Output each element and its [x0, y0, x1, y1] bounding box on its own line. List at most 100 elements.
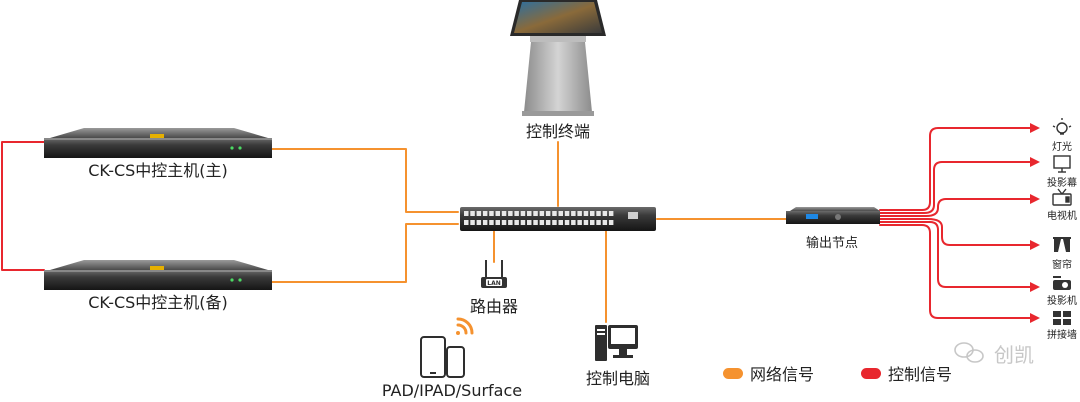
- switch-port: [508, 220, 513, 225]
- switch-port: [464, 211, 469, 216]
- switch-port: [539, 220, 545, 225]
- wifi-icon: [456, 317, 474, 335]
- link-host-main-switch: [271, 148, 459, 213]
- switch-port: [608, 220, 614, 225]
- network-links: [271, 141, 787, 323]
- legend-network-swatch: [723, 368, 743, 379]
- switch-port: [577, 220, 582, 225]
- switch-port: [571, 211, 576, 216]
- switch-port: [482, 211, 488, 216]
- tablet-icon: [420, 336, 465, 378]
- device-label: 灯光: [1052, 140, 1072, 153]
- device-label: 拼接墙: [1047, 328, 1077, 341]
- switch-port: [495, 220, 500, 225]
- curtain-icon: [1053, 237, 1071, 252]
- switch-port: [571, 220, 576, 225]
- watermark-text: 创凯: [994, 343, 1034, 367]
- output-node-label: 输出节点: [806, 235, 858, 251]
- chat-bubble-icon: [954, 342, 984, 363]
- host-main-device: [44, 128, 272, 158]
- switch-port: [533, 220, 538, 225]
- host-backup-label: CK-CS中控主机(备): [88, 293, 228, 312]
- host-main-label: CK-CS中控主机(主): [88, 161, 228, 180]
- switch-port: [596, 220, 601, 225]
- switch-port: [495, 211, 500, 216]
- switch-port: [533, 211, 538, 216]
- switch-port: [539, 211, 545, 216]
- network-switch-device: [460, 207, 656, 231]
- link-host-backup-switch: [271, 223, 459, 283]
- arrowheads: [1030, 123, 1040, 323]
- device-projector: 投影机: [1047, 276, 1077, 307]
- television-icon: [1052, 188, 1072, 206]
- device-light: 灯光: [1052, 118, 1072, 153]
- switch-port: [514, 211, 519, 216]
- switch-port: [602, 220, 608, 225]
- device-video-wall: 拼接墙: [1047, 311, 1077, 341]
- switch-port: [489, 211, 494, 216]
- brand-badge-icon: [150, 266, 164, 270]
- switch-port: [552, 211, 557, 216]
- device-label: 电视机: [1047, 209, 1077, 222]
- switch-port: [564, 211, 570, 216]
- switch-port: [482, 220, 488, 225]
- switch-port: [476, 220, 482, 225]
- switch-port: [464, 220, 469, 225]
- router-label: 路由器: [470, 297, 518, 316]
- router-tag: LAN: [487, 280, 501, 287]
- legend-network-label: 网络信号: [750, 365, 814, 384]
- switch-port: [501, 211, 507, 216]
- brand-badge-icon: [150, 134, 164, 138]
- control-terminal-kiosk: [510, 0, 606, 116]
- switch-port: [520, 220, 526, 225]
- device-label: 投影幕: [1047, 176, 1077, 189]
- switch-port: [470, 220, 475, 225]
- legend-control-label: 控制信号: [888, 365, 952, 384]
- switch-port: [508, 211, 513, 216]
- legend-control-swatch: [861, 368, 881, 379]
- switch-port: [545, 211, 551, 216]
- light-bulb-icon: [1052, 118, 1072, 135]
- device-label: 窗帘: [1052, 258, 1072, 271]
- switch-port: [501, 220, 507, 225]
- desktop-computer-icon: [595, 325, 638, 361]
- switch-port: [583, 220, 589, 225]
- output-node-device: [786, 207, 880, 224]
- link-host-redundancy: [1, 141, 45, 271]
- router-icon: [481, 260, 507, 288]
- video-wall-icon: [1053, 311, 1071, 325]
- switch-port: [596, 211, 601, 216]
- host-backup-device: [44, 260, 272, 290]
- device-projection-screen: 投影幕: [1047, 155, 1077, 189]
- device-label: 投影机: [1047, 294, 1077, 307]
- projector-icon: [1053, 276, 1071, 290]
- switch-port: [564, 220, 570, 225]
- pc-label: 控制电脑: [586, 369, 650, 388]
- switch-port: [583, 211, 589, 216]
- tablets-label: PAD/IPAD/Surface: [382, 381, 522, 400]
- device-television: 电视机: [1047, 188, 1077, 222]
- switch-port: [590, 220, 595, 225]
- switch-port: [514, 220, 519, 225]
- switch-port: [489, 220, 494, 225]
- switch-port: [527, 211, 532, 216]
- switch-port: [608, 211, 614, 216]
- control-terminal-label: 控制终端: [526, 122, 590, 141]
- device-curtain: 窗帘: [1052, 237, 1072, 271]
- legend: 网络信号 控制信号: [723, 365, 952, 384]
- switch-port: [558, 211, 563, 216]
- switch-port: [470, 211, 475, 216]
- control-links: [1, 123, 1040, 323]
- switch-port: [527, 220, 532, 225]
- watermark: 创凯: [954, 342, 1034, 367]
- output-fanout: [879, 127, 1033, 319]
- switch-port: [520, 211, 526, 216]
- switch-port: [602, 211, 608, 216]
- switch-port: [545, 220, 551, 225]
- switch-port: [558, 220, 563, 225]
- switch-port: [552, 220, 557, 225]
- switch-port: [590, 211, 595, 216]
- projection-screen-icon: [1053, 155, 1071, 173]
